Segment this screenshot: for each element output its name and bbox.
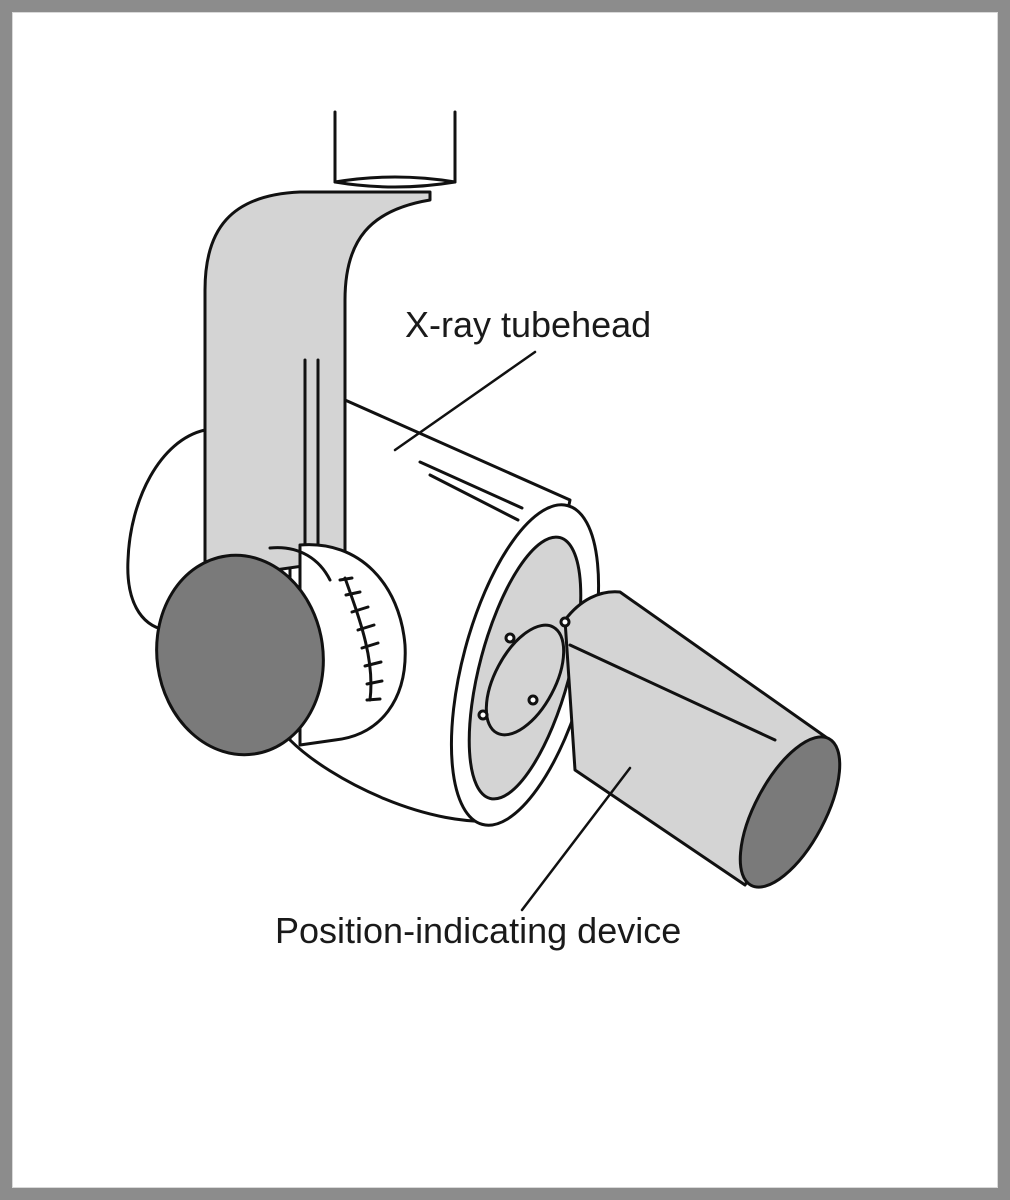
degree-dial — [298, 543, 407, 747]
screw-1 — [504, 632, 516, 644]
inner-border — [12, 12, 998, 1188]
pid-label: Position-indicating device — [275, 910, 681, 951]
screw-2 — [559, 616, 571, 628]
tubehead-leader-line — [393, 350, 537, 452]
pid-open-end — [738, 735, 842, 889]
dial-tick-marks — [338, 576, 384, 702]
tubehead-label: X-ray tubehead — [405, 304, 651, 345]
knob-end-cap — [155, 553, 325, 757]
pid-mount-ring — [484, 623, 566, 737]
body-highlight-1 — [418, 460, 524, 510]
pid-highlight — [568, 643, 777, 742]
screw-4 — [527, 694, 539, 706]
body-highlight-2 — [428, 473, 520, 522]
screw-3 — [477, 709, 489, 721]
pid-leader-line — [520, 766, 632, 912]
mount-post — [333, 110, 457, 189]
yoke-inner-line — [303, 358, 320, 562]
